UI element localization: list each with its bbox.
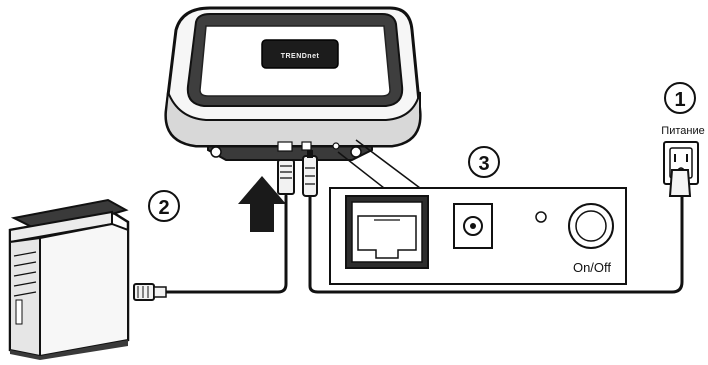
power-label: Питание bbox=[661, 125, 704, 137]
step-3-number: 3 bbox=[478, 153, 489, 175]
router: TRENDnet bbox=[164, 6, 422, 161]
step-2-number: 2 bbox=[158, 197, 169, 219]
panel-dc-jack bbox=[453, 203, 493, 249]
power-plug bbox=[302, 150, 318, 197]
panel-power-button bbox=[568, 203, 614, 249]
ethernet-cable bbox=[164, 194, 288, 294]
power-adapter bbox=[668, 169, 692, 197]
computer bbox=[8, 198, 130, 360]
zoom-line-left bbox=[337, 151, 385, 189]
zoom-line-right bbox=[355, 139, 421, 189]
router-side bbox=[164, 91, 422, 147]
step-1-number: 1 bbox=[674, 89, 685, 111]
router-ethernet-port bbox=[277, 141, 293, 152]
power-cable bbox=[308, 194, 684, 294]
panel-reset-hole bbox=[535, 211, 547, 223]
connect-arrow-icon bbox=[238, 176, 286, 232]
brand-logo: TRENDnet bbox=[281, 53, 320, 60]
step-2-badge: 2 bbox=[148, 190, 180, 222]
ethernet-plug bbox=[277, 159, 295, 195]
router-power-port bbox=[301, 141, 312, 151]
rear-panel-closeup: On/Off bbox=[329, 187, 627, 285]
power-button-label: On/Off bbox=[573, 260, 611, 275]
logo-plate bbox=[261, 39, 339, 69]
step-1-badge: 1 bbox=[664, 82, 696, 114]
computer-ethernet-plug bbox=[133, 283, 167, 301]
panel-ethernet-port bbox=[345, 195, 429, 269]
router-reset-hole bbox=[332, 142, 340, 150]
step-3-badge: 3 bbox=[468, 146, 500, 178]
